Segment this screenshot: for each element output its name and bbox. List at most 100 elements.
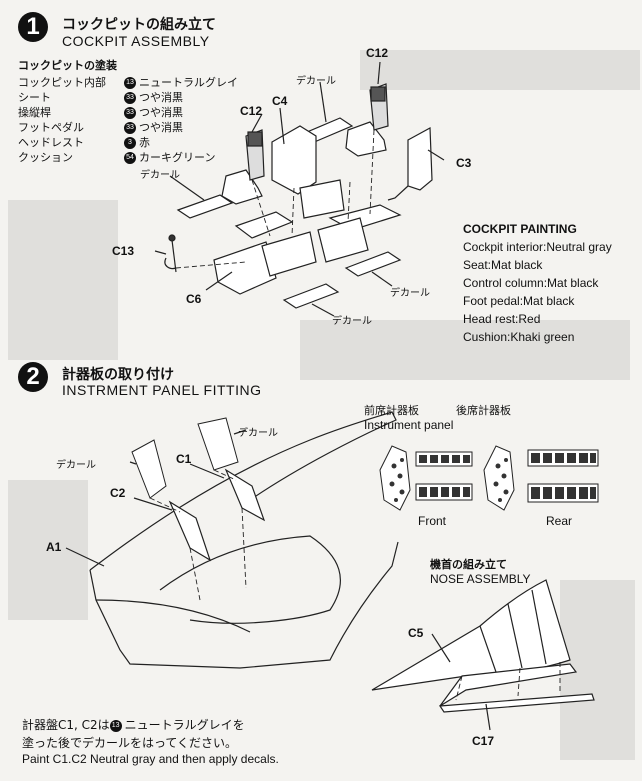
paint-row: シート <box>18 89 51 105</box>
painting-item-en: Seat:Mat black <box>463 258 543 272</box>
painting-item-en: Head rest:Red <box>463 312 541 326</box>
painting-item-en: Cockpit interior:Neutral gray <box>463 240 612 254</box>
part-label-c1: C1 <box>176 452 192 466</box>
part-c13 <box>164 234 177 273</box>
step-1-title-en: COCKPIT ASSEMBLY <box>62 33 210 49</box>
part-c4 <box>271 125 317 195</box>
paint-row: クッション <box>18 149 73 165</box>
step-2-title-en: INSTRMENT PANEL FITTING <box>62 382 262 398</box>
paint-row: フットペダル <box>18 119 84 135</box>
floor-plate <box>234 211 294 239</box>
seat-c12-left <box>221 129 265 205</box>
decal-label: デカール <box>332 316 372 327</box>
instrument-panel-en: Instrument panel <box>364 418 454 432</box>
instrument-panel-rear-decals <box>483 445 599 511</box>
decal-strip <box>282 283 340 309</box>
color-number-badge: 13 <box>124 77 136 89</box>
decal-label: デカール <box>296 76 336 87</box>
part-label-c12: C12 <box>366 46 389 60</box>
part-label-c6: C6 <box>186 292 202 306</box>
nose-title-jp: 機首の組み立て <box>430 558 507 571</box>
decal-strip <box>176 194 234 219</box>
color-number-badge: 33 <box>124 107 136 119</box>
paint-part: 操縦桿 <box>18 106 51 119</box>
part-label-c12: C12 <box>240 104 263 118</box>
show-through-area <box>300 320 630 380</box>
paint-row: コックピット内部 <box>18 74 106 90</box>
note-jp-line-2: 塗った後でデカールをはってください。 <box>22 736 238 750</box>
instrument-panel-rear-jp: 後席計器板 <box>456 404 511 417</box>
paint-part: シート <box>18 91 51 104</box>
color-number-badge: 33 <box>124 92 136 104</box>
painting-item-en: Foot pedal:Mat black <box>463 294 575 308</box>
floor-block <box>261 231 317 277</box>
show-through-area <box>8 200 118 360</box>
instrument-panel-front-jp: 前席計器板 <box>364 404 419 417</box>
paint-part: フットペダル <box>18 121 84 134</box>
paint-row: ヘッドレスト <box>18 134 84 150</box>
paint-color: つや消黒 <box>139 106 183 119</box>
step-1-title-jp: コックピットの組み立て <box>62 17 216 33</box>
show-through-area <box>360 50 640 90</box>
decal-shape <box>197 417 239 471</box>
decal-label: デカール <box>238 428 278 439</box>
paint-color: つや消黒 <box>139 91 183 104</box>
paint-color: つや消黒 <box>139 121 183 134</box>
seat-c12-right <box>345 83 389 157</box>
part-label-c5: C5 <box>408 626 424 640</box>
rear-label: Rear <box>546 514 573 528</box>
nose-title-en: NOSE ASSEMBLY <box>430 572 531 586</box>
part-c6 <box>213 241 277 295</box>
color-number-badge: 33 <box>124 122 136 134</box>
note-jp-1: 計器盤C1, C2は <box>22 718 110 732</box>
part-c17 <box>439 663 578 707</box>
part-label-c4: C4 <box>272 94 288 108</box>
paint-row: 操縦桿 <box>18 104 51 120</box>
step-1-number: 1 <box>18 12 48 42</box>
painting-heading-en: COCKPIT PAINTING <box>463 222 577 236</box>
paint-part: コックピット内部 <box>18 76 106 89</box>
show-through-area <box>8 480 88 620</box>
floor-block <box>299 179 345 219</box>
decal-label: デカール <box>390 288 430 299</box>
painting-item-en: Cushion:Khaki green <box>463 330 575 344</box>
paint-color: ニュートラルグレイ <box>139 76 238 89</box>
color-number-badge: 3 <box>124 137 136 149</box>
note-en: Paint C1.C2 Neutral gray and then apply … <box>22 752 279 766</box>
painting-item-en: Control column:Mat black <box>463 276 599 290</box>
part-c1 <box>224 468 266 522</box>
decal-label: デカール <box>140 170 180 181</box>
color-number-badge: 54 <box>124 152 136 164</box>
instrument-panel-front-decals <box>379 445 473 511</box>
paint-color: 赤 <box>139 136 150 149</box>
part-label-c2: C2 <box>110 486 126 500</box>
floor-block <box>317 217 369 263</box>
decal-label: デカール <box>56 460 96 471</box>
decal-strip <box>344 251 402 277</box>
part-label-c13: C13 <box>112 244 135 258</box>
nose-assembly-drawing <box>371 579 595 731</box>
part-c3 <box>407 127 433 191</box>
paint-part: クッション <box>18 151 73 164</box>
decal-shape <box>131 439 167 499</box>
paint-color: カーキグリーン <box>139 151 216 164</box>
part-c2 <box>168 500 212 562</box>
part-label-a1: A1 <box>46 540 62 554</box>
part-label-c17: C17 <box>472 734 495 748</box>
color-number-badge: 13 <box>109 719 122 732</box>
front-label: Front <box>418 514 447 528</box>
step-2-number: 2 <box>18 362 48 392</box>
paint-part: ヘッドレスト <box>18 136 84 149</box>
step-2-title-jp: 計器板の取り付け <box>62 367 174 383</box>
note-jp-1b: ニュートラルグレイを <box>124 718 245 732</box>
painting-heading-jp: コックピットの塗装 <box>18 59 117 72</box>
